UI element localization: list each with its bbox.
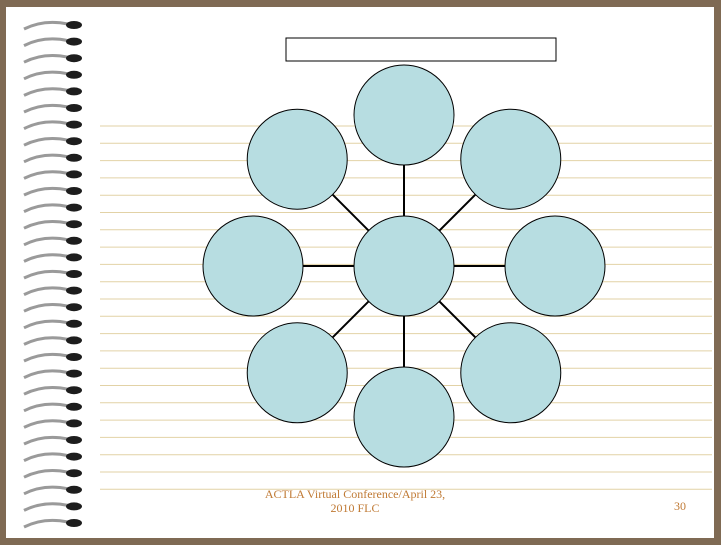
footer-text: ACTLA Virtual Conference/April 23, 2010 … (230, 487, 480, 515)
outer-node (203, 216, 303, 316)
outer-node (461, 323, 561, 423)
footer-line-2: 2010 FLC (230, 501, 480, 515)
outer-node (247, 323, 347, 423)
page-number: 30 (674, 499, 686, 514)
footer-line-1: ACTLA Virtual Conference/April 23, (230, 487, 480, 501)
title-box (286, 38, 556, 61)
outer-node (461, 109, 561, 209)
outer-node (354, 367, 454, 467)
outer-node (505, 216, 605, 316)
diagram-nodes (203, 65, 605, 467)
outer-node (354, 65, 454, 165)
center-node (354, 216, 454, 316)
outer-node (247, 109, 347, 209)
